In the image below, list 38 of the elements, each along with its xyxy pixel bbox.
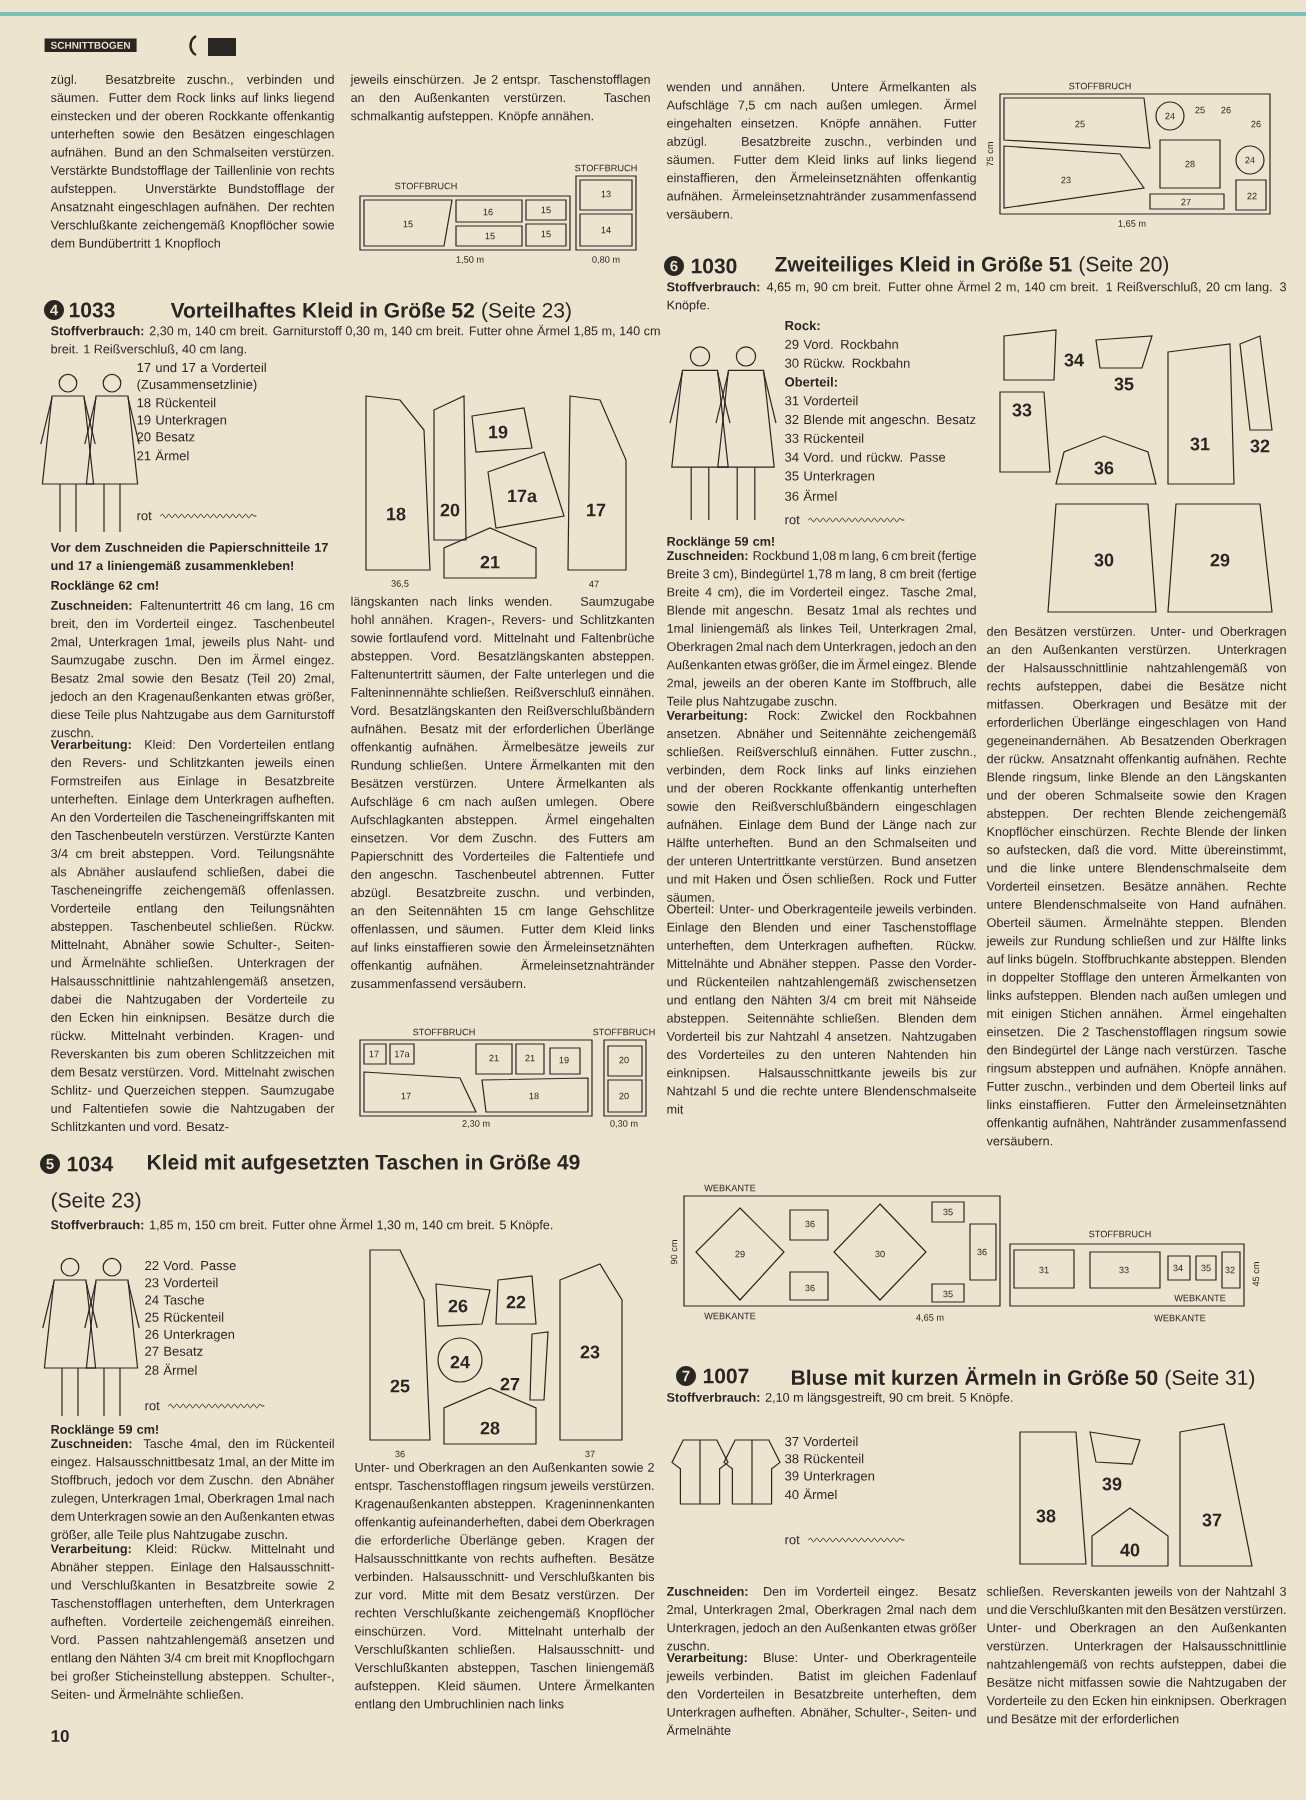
piece-number: 29 xyxy=(1210,553,1230,567)
piece-number: 23 xyxy=(580,1345,600,1359)
piece-number: 35 xyxy=(1114,377,1134,391)
piece-number: 17 xyxy=(587,503,606,517)
piece-number: 39 xyxy=(1102,1477,1122,1491)
page-reference: (Seite 23) xyxy=(482,302,571,322)
piece-number: 17a xyxy=(508,489,538,503)
page-reference: (Seite 31) xyxy=(1165,1369,1255,1390)
model-number: 1034 xyxy=(67,1156,114,1172)
piece-number: 34 xyxy=(1064,353,1084,367)
piece-number: 38 xyxy=(1036,1509,1056,1523)
section-heading: Vorteilhaftes Kleid in Größe 52 xyxy=(170,302,474,318)
model-number: 1030 xyxy=(691,258,737,274)
piece-number: 30 xyxy=(1094,553,1114,567)
piece-number: 37 xyxy=(1202,1513,1222,1527)
piece-number: 22 xyxy=(506,1295,526,1309)
model-number: 1033 xyxy=(69,302,115,318)
model-number: 1007 xyxy=(703,1368,749,1384)
piece-number: 19 xyxy=(489,425,508,439)
piece-number: 24 xyxy=(450,1355,470,1369)
piece-number: 32 xyxy=(1250,439,1270,453)
section-heading: Bluse mit kurzen Ärmeln in Größe 50 xyxy=(792,1366,1158,1386)
page-reference: (Seite 20) xyxy=(1079,256,1169,276)
piece-number: 36 xyxy=(1094,461,1114,475)
page-reference: (Seite 23) xyxy=(51,1192,141,1212)
piece-number: 40 xyxy=(1120,1543,1140,1557)
piece-number: 18 xyxy=(387,507,406,521)
piece-number: 28 xyxy=(480,1421,500,1435)
piece-number: 21 xyxy=(480,555,500,569)
section-heading: Zweiteiliges Kleid in Größe 51 xyxy=(775,256,1072,276)
piece-number: 20 xyxy=(440,503,460,517)
page-number: 10 xyxy=(51,1730,69,1742)
piece-number: 31 xyxy=(1190,437,1210,451)
piece-number: 27 xyxy=(500,1377,520,1391)
piece-number: 26 xyxy=(448,1299,468,1313)
section-heading: Kleid mit aufgesetzten Taschen in Größe 49 xyxy=(148,1154,580,1174)
piece-number: 25 xyxy=(390,1379,410,1393)
piece-number: 33 xyxy=(1012,403,1032,417)
